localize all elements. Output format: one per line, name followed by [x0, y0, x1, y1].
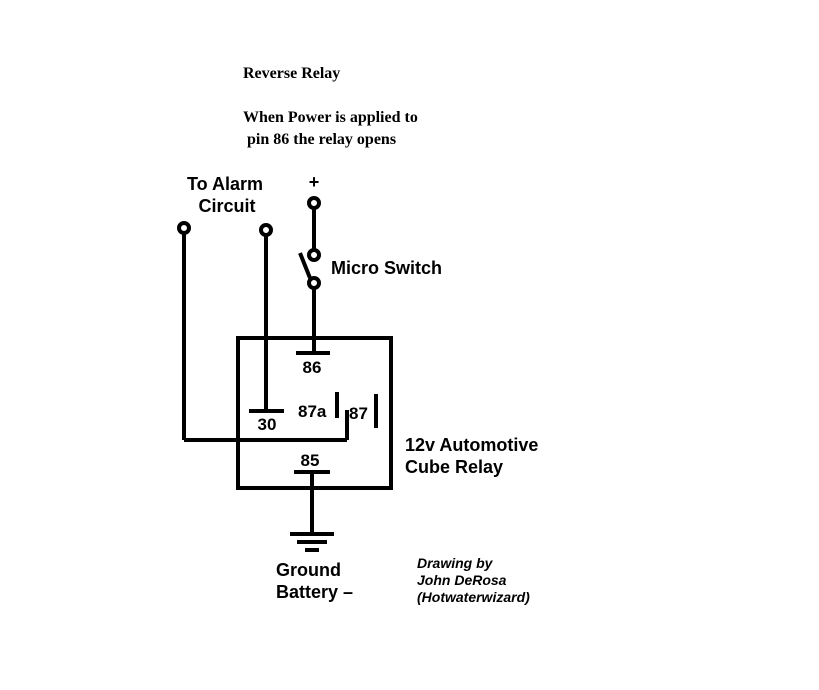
credit-line-1: Drawing by [417, 555, 494, 571]
ground-label-line-1: Ground [276, 560, 341, 580]
pin-87-label: 87 [349, 404, 368, 423]
pin-85-label: 85 [301, 451, 320, 470]
plus-terminal [307, 196, 321, 210]
ground-label-line-2: Battery – [276, 582, 353, 602]
pin-86-label: 86 [303, 358, 322, 377]
diagram-title: Reverse Relay [243, 65, 340, 82]
pin-30-label: 30 [258, 415, 277, 434]
description-line-2: pin 86 the relay opens [243, 131, 396, 148]
to-alarm-label-line-2: Circuit [198, 196, 255, 216]
to-alarm-label-line-1: To Alarm [187, 174, 263, 194]
alarm-terminal-left [177, 221, 191, 235]
plus-label: + [309, 172, 320, 192]
pin-87a-label: 87a [298, 402, 327, 421]
micro-switch-blade [298, 252, 312, 279]
credit-line-3: (Hotwaterwizard) [417, 589, 530, 605]
description-line-1: When Power is applied to [243, 109, 418, 126]
credit-line-2: John DeRosa [417, 572, 507, 588]
alarm-terminal-right [259, 223, 273, 237]
micro-switch-terminal-top [307, 248, 321, 262]
relay-label-line-2: Cube Relay [405, 457, 503, 477]
micro-switch-label: Micro Switch [331, 258, 442, 278]
relay-label-line-1: 12v Automotive [405, 435, 538, 455]
micro-switch-terminal-bottom [307, 276, 321, 290]
